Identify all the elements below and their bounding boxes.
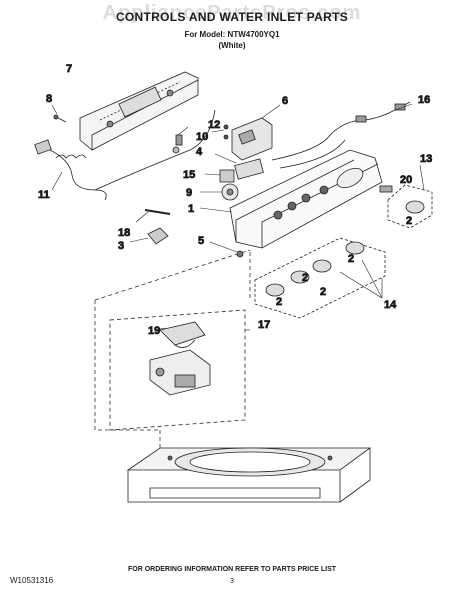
page-number: 3 [230,578,234,585]
dashed-assembly-outline [94,249,251,455]
part-water-inlet-valve [149,321,250,396]
model-color: (White) [218,41,246,50]
part-control-panel-cover [79,71,199,151]
callout-12: 12 [208,119,220,131]
callout-11: 11 [38,189,50,201]
callout-2-knob-a: 2 [348,253,354,265]
callout-1: 1 [188,203,194,215]
callout-18: 18 [118,227,130,239]
part-control-console [199,149,383,249]
site-watermark: AppliancePartsPros.com [102,2,362,24]
callout-2-knob-c: 2 [320,286,326,298]
ordering-note: FOR ORDERING INFORMATION REFER TO PARTS … [127,566,337,573]
callout-17: 17 [258,319,270,331]
part-switch-15 [204,169,235,183]
part-wire-harness [271,101,413,169]
callout-8: 8 [46,93,52,105]
part-clamp-12 [172,126,189,154]
part-switch-4 [214,153,264,180]
callout-9: 9 [186,187,192,199]
callout-20: 20 [400,174,412,186]
callout-4: 4 [196,146,203,158]
callout-14: 14 [384,299,397,311]
callout-5: 5 [198,235,204,247]
callout-19: 19 [148,325,160,337]
part-water-inlet-box [109,309,246,431]
callout-16: 16 [418,94,430,106]
part-bracket-18 [135,209,171,223]
callout-10: 10 [196,131,208,143]
model-number: For Model: NTW4700YQ1 [184,30,280,39]
part-knobs [265,241,383,299]
part-knob-assembly-right [379,164,433,229]
callout-3: 3 [118,240,124,252]
part-screw-8 [51,104,67,123]
callout-2-right: 2 [406,215,412,227]
document-number: W10531316 [10,576,54,585]
part-power-cord [34,109,216,201]
part-clip-3 [129,227,169,245]
callout-13: 13 [420,153,432,165]
part-control-board [211,104,281,161]
part-washer-top [126,447,372,503]
callout-7: 7 [66,63,72,75]
part-screw-5 [209,241,244,258]
callout-2-knob-b: 2 [302,272,308,284]
callout-15: 15 [183,169,195,181]
part-knob-group [254,237,386,319]
part-selector-9 [200,183,239,201]
page-title: CONTROLS AND WATER INLET PARTS [115,10,349,24]
callout-2-knob-d: 2 [276,296,282,308]
callout-6: 6 [282,95,288,107]
